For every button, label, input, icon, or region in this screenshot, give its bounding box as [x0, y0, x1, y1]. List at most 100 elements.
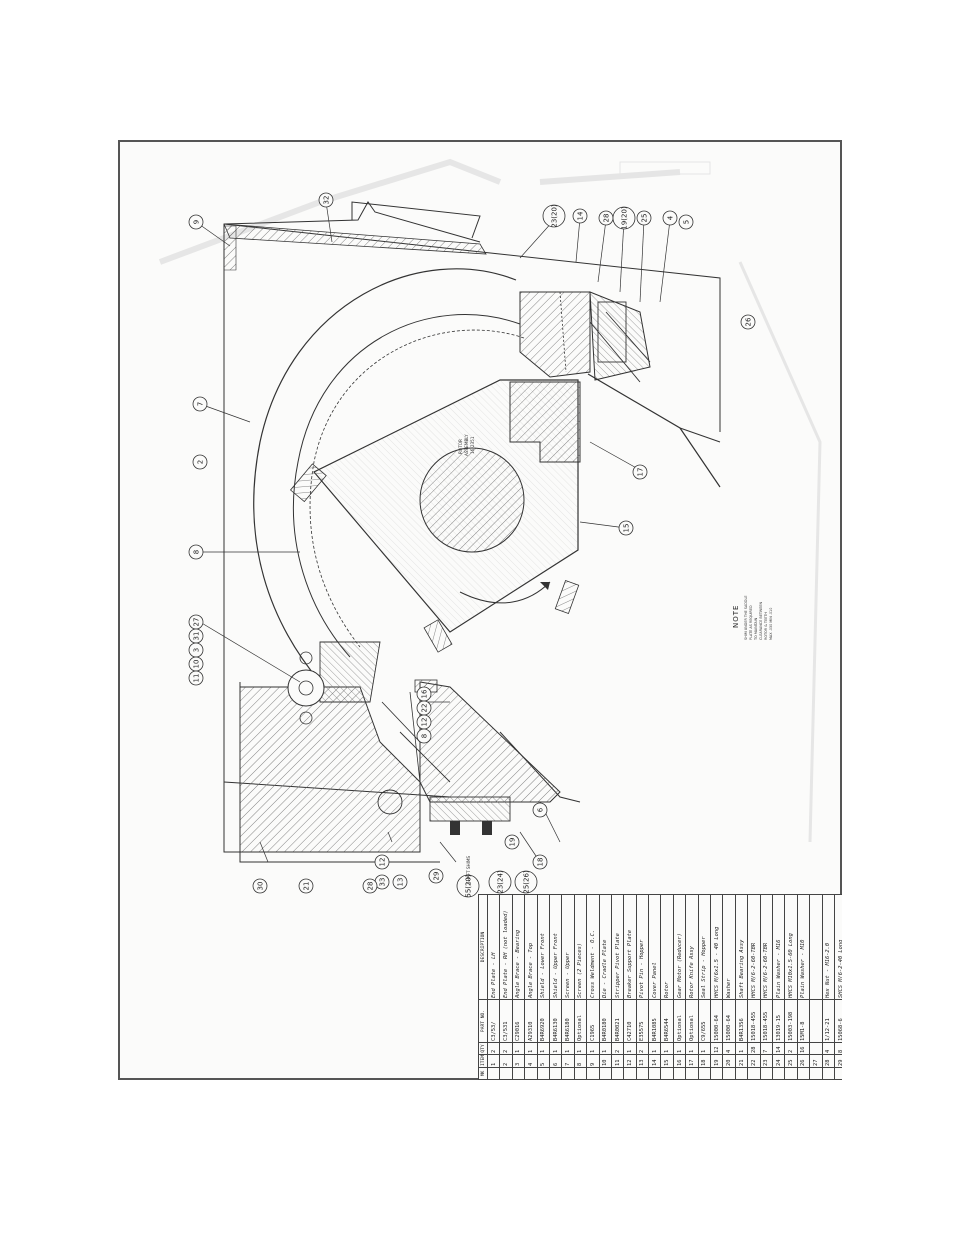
bom-description: Hex Nut - M16-2.0 — [822, 894, 835, 1000]
bom-qty: 1 — [660, 1042, 674, 1055]
bom-part-number: B4R1085 — [648, 999, 661, 1043]
bom-item: 22 — [747, 1054, 761, 1068]
bom-mark — [512, 1067, 525, 1080]
bom-item: 20 — [722, 1054, 736, 1068]
callout-label: 11 — [193, 674, 201, 683]
note-line: MAX .030 MIN .010 — [769, 607, 773, 640]
bom-item: 19 — [710, 1054, 723, 1068]
bom-part-number: C1965 — [586, 999, 600, 1043]
callout-label: 21 — [303, 882, 311, 891]
bom-mark — [809, 1067, 823, 1080]
note-title: NOTE — [732, 604, 740, 628]
bom-row: 27 — [809, 894, 823, 1080]
callout-bubble — [532, 854, 548, 870]
bom-description: Rotor Knife Assy — [685, 894, 699, 1000]
bom-qty: 1 — [673, 1042, 686, 1055]
bom-description: Pivot Pin - Hopper — [636, 894, 649, 1000]
bom-qty: 1 — [685, 1042, 699, 1055]
bom-item: 26 — [797, 1054, 810, 1068]
callout-label: 2 — [197, 460, 205, 464]
callout-label: 9 — [193, 220, 201, 224]
bom-item: 28 — [822, 1054, 835, 1068]
bom-mark — [735, 1067, 748, 1080]
bom-mark — [524, 1067, 538, 1080]
bom-mark — [487, 1067, 500, 1080]
bom-qty: 2 — [784, 1042, 798, 1055]
bom-description: HHCS M/6-2-60-TBR — [760, 894, 773, 1000]
callout-label: 8 — [193, 550, 201, 554]
callout-bubble — [532, 802, 548, 818]
callout-label: 14 — [577, 211, 585, 220]
bom-description — [809, 894, 823, 1000]
bom-description: HHCS M/6-2-60-TBR — [747, 894, 761, 1000]
callout-bubble — [632, 464, 648, 480]
bom-part-number: 15068-6 — [834, 999, 842, 1043]
bom-item: 14 — [648, 1054, 661, 1068]
bom-qty — [809, 1042, 823, 1055]
callout-bubble — [662, 210, 678, 226]
bom-description: SHCS M/6-2-40 Long — [834, 894, 842, 1000]
callout-label: 30 — [257, 882, 265, 891]
callout-label: 17 — [637, 468, 645, 477]
callout-bubble — [514, 870, 538, 894]
callout-bubble — [318, 192, 334, 208]
callout-bubble — [542, 204, 566, 228]
bom-qty: 2 — [636, 1042, 649, 1055]
bom-description: Screen - Upper — [561, 894, 575, 1000]
callout-label: 25(26) — [523, 870, 531, 894]
bom-description: Angle Brace - Bearing — [512, 894, 525, 1000]
bom-description: End Plate - LH — [487, 894, 500, 1000]
bom-mark — [747, 1067, 761, 1080]
bom-description: Shaft Bearing Assy — [735, 894, 748, 1000]
bom-mark — [537, 1067, 550, 1080]
callout-label: 19 — [509, 838, 517, 847]
bom-item: 13 — [636, 1054, 649, 1068]
callout-label: 23(20) — [551, 204, 559, 228]
bom-qty: 16 — [797, 1042, 810, 1055]
bom-item: 3 — [512, 1054, 525, 1068]
bom-qty: 1 — [549, 1042, 562, 1055]
bom-mark — [586, 1067, 600, 1080]
bom-mark — [561, 1067, 575, 1080]
callout-bubble — [192, 454, 208, 470]
bom-qty: 1 — [648, 1042, 661, 1055]
bom-item: 9 — [586, 1054, 600, 1068]
callout-bubble — [456, 874, 480, 898]
bom-part-number — [809, 999, 823, 1043]
bom-description: Shield - Upper Front — [549, 894, 562, 1000]
callout-bubble — [188, 214, 204, 230]
callout-label: 15 — [623, 524, 631, 533]
bom-part-number: 15003-198 — [784, 999, 798, 1043]
note-line: SHIM UNDER THE SADDLE — [744, 595, 748, 640]
bom-part-number: C42710 — [623, 999, 637, 1043]
bom-mark — [685, 1067, 699, 1080]
bom-description: Cover Panel — [648, 894, 661, 1000]
callout-label: 55(20) — [465, 874, 473, 898]
bom-item: 27 — [809, 1054, 823, 1068]
rotor-note: 16-2351 — [470, 436, 475, 455]
bom-item: 18 — [698, 1054, 711, 1068]
bom-part-number: C29016 — [512, 999, 525, 1043]
bom-mark — [797, 1067, 810, 1080]
bom-part-number: 13019-15 — [772, 999, 785, 1043]
bom-item: 15 — [660, 1054, 674, 1068]
bom-mark — [698, 1067, 711, 1080]
note-line: TO MAINTAIN — [754, 617, 758, 640]
callout-bubble — [428, 868, 444, 884]
